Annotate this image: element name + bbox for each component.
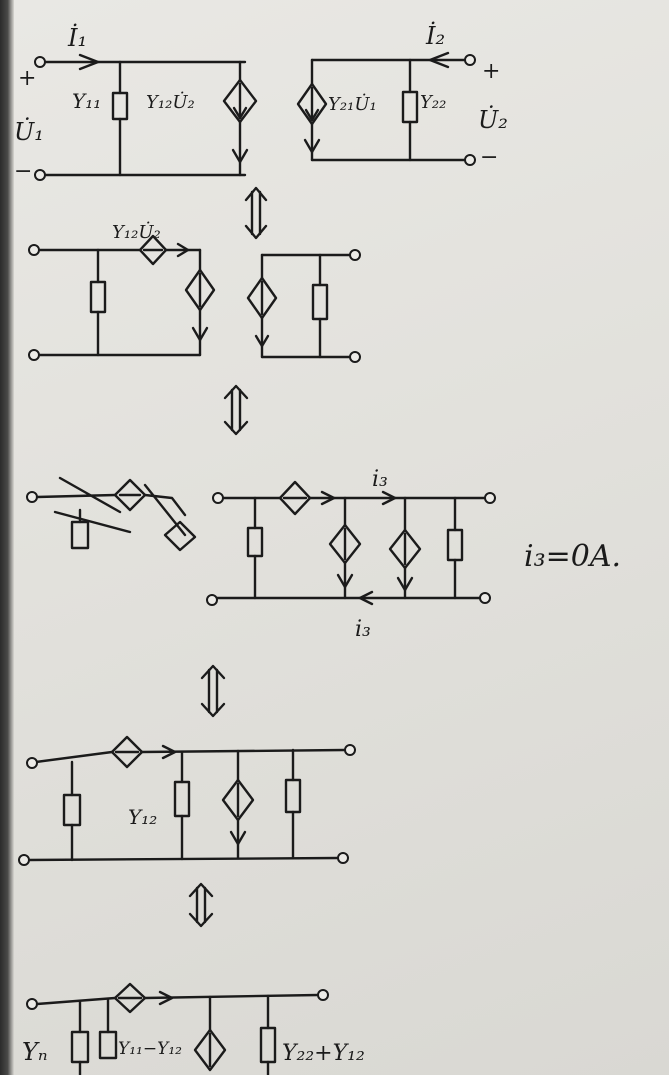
port1-voltage-label: U̇₁ [14,118,44,146]
panel5-right-label: Y₂₂+Y₁₂ [282,1041,365,1066]
source2-label: Y₂₁U̇₁ [328,93,377,115]
port2-voltage-label: U̇₂ [478,106,508,134]
right-port-circuit [296,51,476,166]
panel-5-circuit [26,982,329,1075]
panel5-middle-label: Y₁₁−Y₁₂ [118,1039,182,1059]
port1-plus-label: + [18,66,36,91]
left-port-circuit [34,53,258,181]
port2-bottom-terminal [464,154,476,166]
panel5-admittance-middle [98,1030,118,1060]
equivalence-arrow-3 [200,664,226,718]
notebook-edge [0,0,14,1075]
port2-current-label: İ₂ [425,21,445,50]
panel4-admittance-2 [284,778,302,814]
equivalence-arrow-2 [223,384,249,436]
panel4-terminal-top-right [344,744,356,756]
panel4-terminal-bottom-left [18,854,30,866]
panel-4-circuit [18,735,356,866]
panel3-top-current-label: i₃ [372,467,388,492]
panel5-admittance-right [259,1026,277,1064]
port1-current-label: İ₁ [67,23,87,52]
panel-3-circuit [26,476,496,606]
equivalence-arrow-4 [188,882,214,928]
panel4-terminal-top-left [26,757,38,769]
panel3-admittance-1 [246,526,264,558]
port1-minus-label: − [14,159,32,184]
panel5-shunt-source [193,1028,227,1072]
port2-top-terminal [464,54,476,66]
panel2-admittance-left [89,280,107,314]
port1-bottom-terminal [34,169,46,181]
panel2-terminal-top-right [349,249,361,261]
panel5-admittance-left [70,1030,90,1064]
equivalence-arrow-1 [244,186,268,240]
panel4-admittance-y12 [173,780,191,818]
panel2-terminal-bottom-right [349,351,361,363]
panel3-terminal-bottom-right [479,592,491,604]
port2-minus-label: − [480,145,498,170]
panel3-note: i₃=0A. [524,539,621,574]
panel2-terminal-top-left [28,244,40,256]
panel5-terminal-top-right [317,989,329,1001]
panel3-bottom-current-label: i₃ [355,617,371,642]
panel3-terminal-top-right [484,492,496,504]
source1-label: Y₁₂U̇₂ [146,91,195,113]
panel5-left-label: Yₙ [22,1038,48,1066]
y11-label: Y₁₁ [72,89,101,113]
panel2-terminal-bottom-left [28,349,40,361]
panel2-source-label: Y₁₂U̇₂ [112,221,161,243]
port2-plus-label: + [482,59,500,84]
y22-label: Y₂₂ [420,92,446,113]
y11-admittance [111,91,129,121]
panel-1-y-parameter-model: İ₁ + U̇₁ − Y₁₁ Y₁₂U̇₂ İ₂ + U̇₂ − Y₂₁U̇₁ … [14,21,508,184]
panel2-admittance-right [311,283,329,321]
panel4-terminal-bottom-right [337,852,349,864]
panel3-admittance-2 [446,528,464,562]
panel-2-circuit [28,234,361,363]
panel4-admittance-1 [62,793,82,827]
panel3-terminal-bottom-left [206,594,218,606]
crossed-out-sketch [26,476,197,552]
panel3-terminal-top-left [212,492,224,504]
port1-top-terminal [34,56,46,68]
panel4-y12-label: Y₁₂ [128,805,157,829]
panel5-terminal-top-left [26,998,38,1010]
y22-admittance [401,90,419,124]
